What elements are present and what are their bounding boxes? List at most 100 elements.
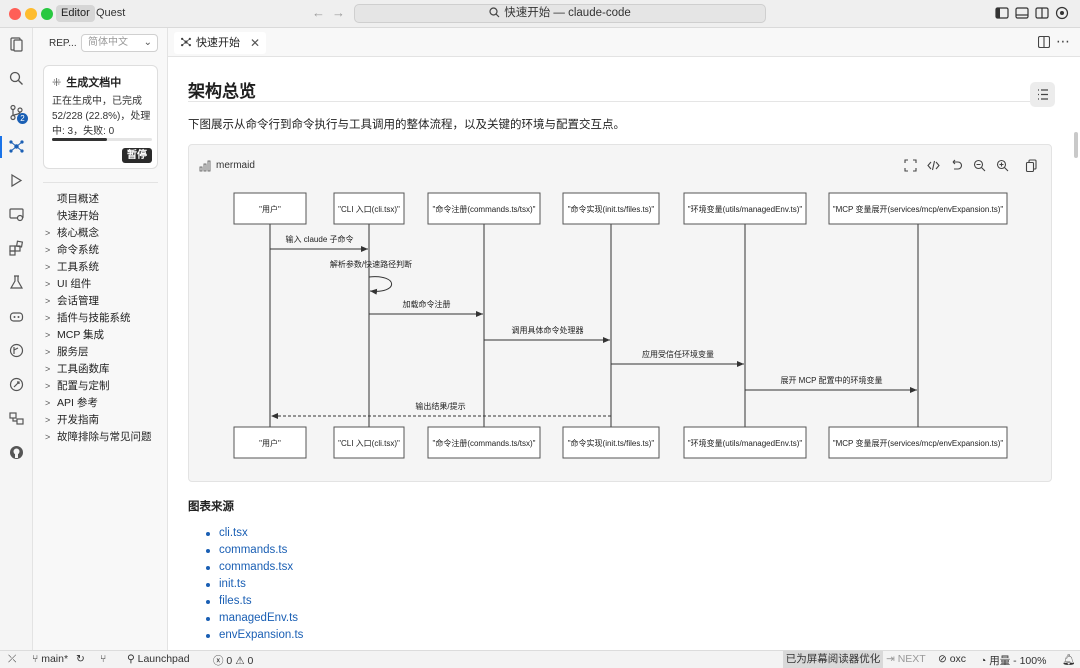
participant-box-bottom — [333, 426, 405, 459]
problems-indicator[interactable]: ⓧ 0 ⚠ 0 — [213, 653, 253, 668]
sync-icon[interactable]: ↻ — [76, 653, 85, 665]
screen-reader-mode[interactable]: 已为屏幕阅读器优化 — [783, 651, 883, 668]
sidebar-nav-label: 项目概述 — [57, 193, 99, 205]
database-icon[interactable] — [8, 410, 25, 427]
participant-label: "MCP 变量展开(services/mcp/envExpansion.ts)" — [833, 438, 1004, 448]
extensions-icon[interactable] — [8, 240, 25, 257]
close-window-button[interactable] — [9, 8, 21, 20]
source-link[interactable]: cli.tsx — [219, 527, 248, 539]
toggle-secondary-sidebar-icon[interactable] — [1035, 6, 1049, 20]
github-icon[interactable] — [8, 444, 25, 461]
source-link[interactable]: files.ts — [219, 595, 252, 607]
chart-bars-icon — [199, 160, 211, 172]
sidebar-nav-label: 命令系统 — [57, 244, 99, 256]
explorer-icon[interactable] — [8, 36, 25, 53]
outline-list-icon — [1038, 89, 1048, 100]
repo-label[interactable]: REP... — [49, 38, 77, 49]
sidebar-nav-item[interactable]: >服务层 — [33, 344, 168, 361]
minimize-window-button[interactable] — [25, 8, 37, 20]
remote-explorer-icon[interactable] — [8, 206, 25, 223]
next-edit-item[interactable]: ⇥ NEXT — [886, 653, 926, 665]
usage-item[interactable]: ◔ 用量 - 100% — [980, 653, 1046, 668]
copilot-icon[interactable] — [8, 308, 25, 325]
error-icon: ⓧ — [213, 655, 227, 667]
generation-title-text: 生成文档中 — [66, 77, 122, 89]
git-graph-status-icon[interactable]: ⑂ — [100, 653, 107, 665]
tab-quick-start[interactable]: 快速开始 ✕ — [174, 32, 266, 54]
toggle-sidebar-icon[interactable] — [995, 6, 1009, 20]
remote-indicator-icon[interactable]: ⤫ — [8, 653, 17, 665]
source-control-badge: 2 — [17, 113, 28, 124]
pause-button[interactable]: 暂停 — [122, 148, 152, 163]
sidebar-nav-item[interactable]: >工具函数库 — [33, 361, 168, 378]
source-control-icon[interactable] — [8, 104, 25, 121]
reset-view-icon[interactable] — [950, 159, 963, 172]
participant-box — [828, 192, 1008, 225]
sidebar-nav-item[interactable]: >工具系统 — [33, 259, 168, 276]
tab-label: 快速开始 — [196, 37, 240, 49]
wiki-nav-list: 项目概述快速开始>核心概念>命令系统>工具系统>UI 组件>会话管理>插件与技能… — [33, 191, 168, 446]
no-entry-icon: ⊘ — [938, 653, 950, 665]
sidebar-nav-item[interactable]: >开发指南 — [33, 412, 168, 429]
chevron-right-icon: > — [45, 262, 51, 272]
git-graph-icon[interactable] — [8, 376, 25, 393]
repo-wiki-icon[interactable] — [8, 138, 25, 155]
participant-label: "环境变量(utils/managedEnv.ts)" — [688, 204, 803, 214]
table-of-contents-button[interactable] — [1030, 82, 1055, 107]
sidebar-nav-item[interactable]: >核心概念 — [33, 225, 168, 242]
loading-spinner-icon: ⁜ — [52, 77, 62, 89]
source-link[interactable]: commands.ts — [219, 544, 288, 556]
zoom-out-icon[interactable] — [973, 159, 986, 172]
zoom-in-icon[interactable] — [996, 159, 1009, 172]
copy-icon[interactable] — [1025, 159, 1038, 172]
sidebar-nav-item[interactable]: >API 参考 — [33, 395, 168, 412]
split-editor-icon[interactable] — [1038, 36, 1050, 48]
sidebar-nav-label: API 参考 — [57, 397, 98, 409]
fullscreen-icon[interactable] — [904, 159, 917, 172]
close-tab-icon[interactable]: ✕ — [249, 36, 260, 50]
source-link[interactable]: managedEnv.ts — [219, 612, 299, 624]
vertical-scrollbar[interactable] — [1074, 132, 1078, 158]
source-list-item: envExpansion.ts — [206, 627, 303, 644]
source-link[interactable]: envExpansion.ts — [219, 629, 304, 641]
oxc-item[interactable]: ⊘ oxc — [938, 653, 966, 665]
source-link[interactable]: commands.tsx — [219, 561, 294, 573]
back-arrow-icon[interactable]: ← — [312, 5, 325, 20]
sidebar-nav-item[interactable]: 快速开始 — [33, 208, 168, 225]
language-select[interactable]: 简体中文 ⌄ — [81, 34, 158, 52]
search-icon[interactable] — [8, 70, 25, 87]
participant-label: "命令实现(init.ts/files.ts)" — [568, 204, 655, 214]
more-actions-icon[interactable]: ⋯ — [1056, 33, 1070, 49]
maximize-window-button[interactable] — [41, 8, 53, 20]
notifications-bell-icon[interactable]: 🔔︎ — [1062, 654, 1076, 666]
participant-label: "CLI 入口(cli.tsx)" — [338, 439, 400, 448]
sidebar-nav-item[interactable]: >MCP 集成 — [33, 327, 168, 344]
sidebar-nav-item[interactable]: 项目概述 — [33, 191, 168, 208]
sidebar-nav-item[interactable]: >故障排除与常见问题 — [33, 429, 168, 446]
toggle-panel-icon[interactable] — [1015, 6, 1029, 20]
launchpad-item[interactable]: ⚲ Launchpad — [127, 653, 190, 665]
sidebar-nav-label: 服务层 — [57, 346, 89, 358]
sidebar-nav-item[interactable]: >插件与技能系统 — [33, 310, 168, 327]
sidebar-nav-item[interactable]: >配置与定制 — [33, 378, 168, 395]
source-link[interactable]: init.ts — [219, 578, 246, 590]
sidebar-nav-item[interactable]: >命令系统 — [33, 242, 168, 259]
participant-box — [683, 192, 807, 225]
code-view-icon[interactable] — [927, 159, 940, 172]
run-debug-icon[interactable] — [8, 172, 25, 189]
sidebar-nav-label: 核心概念 — [57, 227, 99, 239]
timeline-icon[interactable] — [8, 342, 25, 359]
editor-mode-tab[interactable]: Editor — [56, 5, 95, 22]
error-count: 0 — [226, 655, 233, 667]
branch-indicator[interactable]: ⑂ main* — [32, 653, 68, 665]
sidebar-nav-item[interactable]: >会话管理 — [33, 293, 168, 310]
source-list-item: cli.tsx — [206, 525, 303, 542]
participant-label: "命令注册(commands.ts/tsx)" — [432, 204, 535, 214]
quest-mode-tab[interactable]: Quest — [96, 7, 126, 19]
forward-arrow-icon[interactable]: → — [332, 5, 345, 20]
intro-paragraph: 下图展示从命令行到命令执行与工具调用的整体流程，以及关键的环境与配置交互点。 — [188, 119, 625, 131]
sidebar-nav-item[interactable]: >UI 组件 — [33, 276, 168, 293]
testing-flask-icon[interactable] — [8, 274, 25, 291]
settings-gear-icon[interactable] — [1055, 6, 1069, 20]
command-center[interactable]: 快速开始 — claude-code — [354, 4, 766, 23]
